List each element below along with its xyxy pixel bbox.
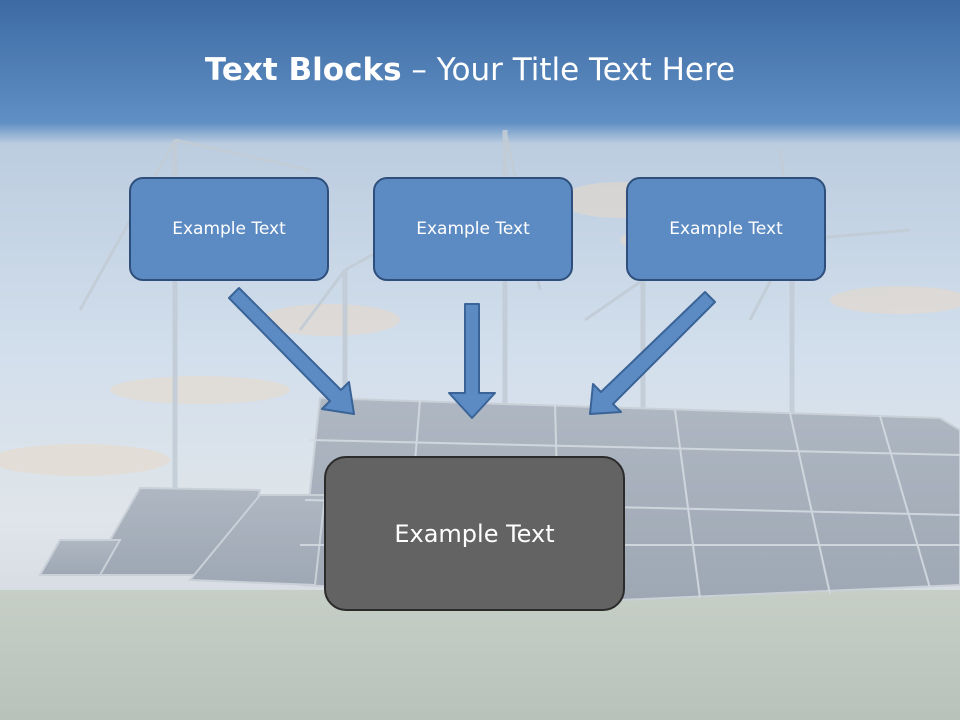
text-block-3[interactable]: Example Text <box>626 177 826 281</box>
result-text-block-label: Example Text <box>394 519 555 548</box>
text-block-2[interactable]: Example Text <box>373 177 573 281</box>
title-dash: – <box>401 52 437 88</box>
text-block-1[interactable]: Example Text <box>129 177 329 281</box>
text-block-1-label: Example Text <box>172 219 286 239</box>
title-rest: Your Title Text Here <box>436 52 736 88</box>
text-block-2-label: Example Text <box>416 219 530 239</box>
slide-title: Text Blocks – Your Title Text Here <box>0 52 940 88</box>
text-block-3-label: Example Text <box>669 219 783 239</box>
title-bold: Text Blocks <box>204 52 402 88</box>
result-text-block[interactable]: Example Text <box>324 456 625 611</box>
